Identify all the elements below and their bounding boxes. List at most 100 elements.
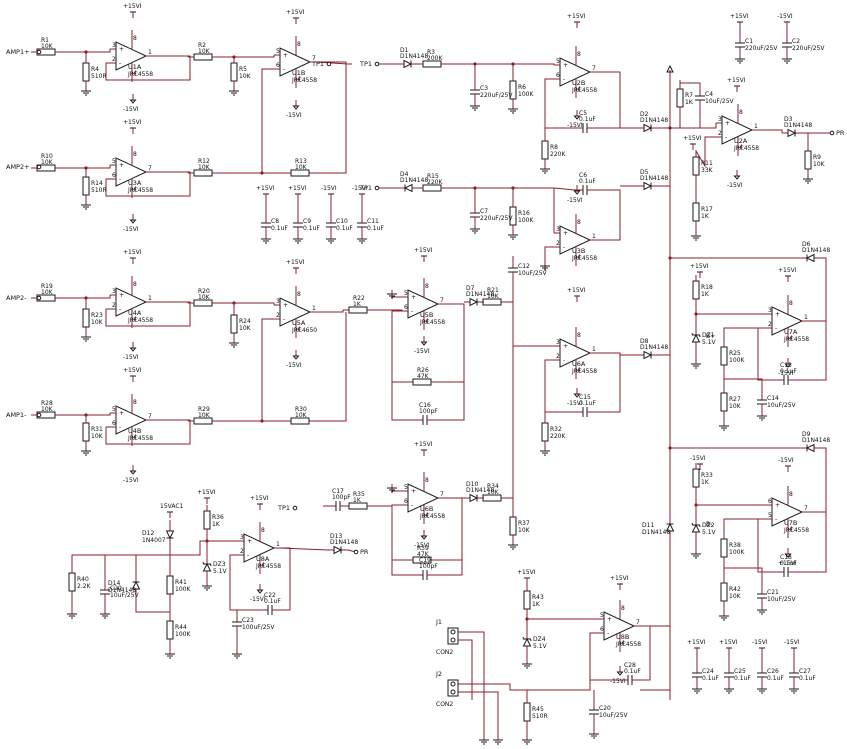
minus-sign: - xyxy=(283,316,285,323)
resistor-ref: R9 xyxy=(813,154,821,161)
wire xyxy=(808,257,827,322)
opamp-ref: U6B xyxy=(420,505,433,513)
resistor-value: 47K xyxy=(417,551,430,558)
capacitor-ref: C8 xyxy=(271,218,279,225)
supply-label: 15VAC1 xyxy=(160,503,184,510)
supply-label: +15VI xyxy=(567,287,586,294)
supply-41: +15VI xyxy=(610,575,629,590)
pin-number: 4 xyxy=(425,512,429,519)
ground-symbol xyxy=(735,55,745,64)
diode-value: D1N4148 xyxy=(466,291,494,298)
wire xyxy=(796,512,827,573)
supply-0: +15VI xyxy=(123,3,142,18)
supply-label: +15VI xyxy=(286,9,305,16)
ground-symbol xyxy=(757,412,767,421)
capacitor-ref: C11 xyxy=(367,218,379,225)
wire xyxy=(589,632,620,681)
capacitor-value: 0.1uF xyxy=(579,400,596,407)
plus-sign: + xyxy=(247,538,252,545)
resistor-value: 100K xyxy=(175,586,191,593)
plus-sign: + xyxy=(119,162,124,169)
capacitor-value: 0.1uF xyxy=(734,675,751,682)
ground-symbol xyxy=(293,235,303,244)
resistor-ref: R31 xyxy=(91,426,103,433)
supply-27: +15VI xyxy=(288,185,307,200)
ground-symbol xyxy=(357,235,367,244)
wire xyxy=(261,68,315,174)
opamp-ref: U6A xyxy=(572,360,586,368)
resistor-value: 10K xyxy=(41,159,54,166)
zener-ref: DZ3 xyxy=(213,561,226,568)
node-label: B- xyxy=(706,521,712,528)
pin-number: 3 xyxy=(556,339,560,346)
supply-12: +15VI xyxy=(567,13,586,28)
opamp-part: JRC4558 xyxy=(291,77,317,84)
supply-26: +15VI xyxy=(256,185,275,200)
supply-label: +15VI xyxy=(288,185,307,192)
pin-number: 8 xyxy=(789,300,793,307)
zener-ref: DZ2 xyxy=(702,522,715,529)
junction-dot xyxy=(84,50,88,54)
ground-symbol xyxy=(470,102,480,111)
output-port-0: PR xyxy=(829,129,845,137)
capacitor-value: 10uF/25V xyxy=(518,270,548,277)
capacitor-value: 100pF xyxy=(419,563,438,570)
zener-ref: DZ1 xyxy=(702,332,715,339)
pin-number: 3 xyxy=(240,534,244,541)
pin-number: 1 xyxy=(276,541,280,548)
capacitor-ref: C22 xyxy=(264,592,276,599)
diode-ref: D6 xyxy=(802,241,811,248)
pin-number: 2 xyxy=(556,240,560,247)
wire xyxy=(757,327,776,381)
supply-30: +15VI xyxy=(690,263,709,278)
junction-dot xyxy=(205,539,209,543)
wire xyxy=(512,302,554,347)
pin-number: 8 xyxy=(133,35,137,42)
resistor-value: 47K xyxy=(417,373,430,380)
ground-symbol xyxy=(261,235,271,244)
minus-sign: - xyxy=(775,325,777,332)
pin-number: 7 xyxy=(440,297,444,304)
capacitor-value: 220uF/25V xyxy=(480,92,513,99)
node-label-1: B- xyxy=(706,521,712,528)
plus-sign: + xyxy=(775,502,780,509)
plus-sign: + xyxy=(563,343,568,350)
wire xyxy=(61,165,111,169)
connector-value: CON2 xyxy=(436,649,453,656)
plus-sign: + xyxy=(563,230,568,237)
pin-number: 4 xyxy=(133,316,137,323)
resistor-ref: R22 xyxy=(353,295,365,302)
capacitor-ref: C2 xyxy=(792,38,800,45)
minus-sign: - xyxy=(411,502,413,509)
supply-label: +15VI xyxy=(778,267,797,274)
resistor-value: 1K xyxy=(532,601,541,608)
capacitor-ref: C27 xyxy=(799,668,811,675)
opamp-ref: U7A xyxy=(784,328,798,336)
ground-symbol xyxy=(81,447,91,456)
capacitor-ref: C13 xyxy=(780,362,792,369)
minus-sign: - xyxy=(119,176,121,183)
opamp-part: JRC4558 xyxy=(783,527,809,534)
plus-sign: + xyxy=(119,46,124,53)
supply-46: -15VI xyxy=(784,639,800,654)
pin-number: 7 xyxy=(440,491,444,498)
capacitor-value: 0.1uF xyxy=(336,225,353,232)
capacitor-c8: C80.1uF xyxy=(261,215,288,235)
